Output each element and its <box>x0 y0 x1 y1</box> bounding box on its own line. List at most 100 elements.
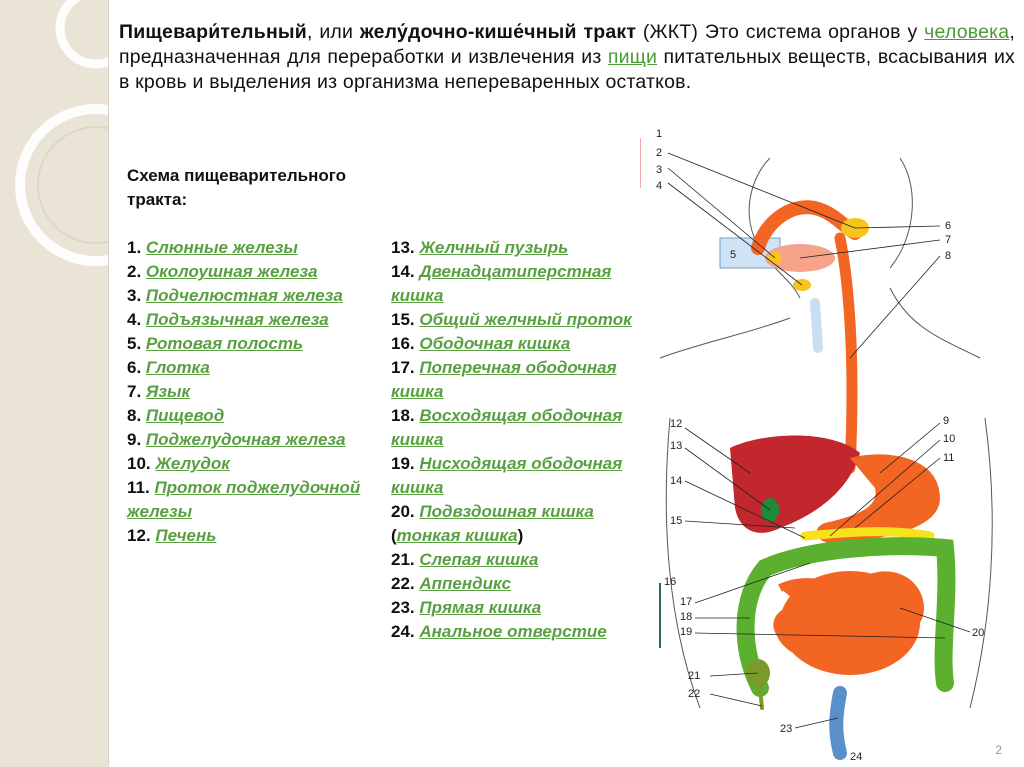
intro-text: , предназначенная для переработки и извл… <box>119 21 1015 68</box>
label-17: 17 <box>680 596 692 608</box>
label-11: 11 <box>943 452 954 464</box>
legend-item: 6. Глотка <box>127 356 377 380</box>
legend-item-link[interactable]: Ротовая полость <box>145 334 304 353</box>
legend-item-link[interactable]: Двенадцатиперстная кишка <box>391 262 612 305</box>
legend-item-number: 7. <box>127 382 142 401</box>
legend-item-link-extra[interactable]: тонкая кишка <box>396 526 518 545</box>
intro-paragraph: Пищевари́тельный, или желу́дочно-кише́чн… <box>119 20 1015 95</box>
legend-item-link[interactable]: Общий желчный проток <box>419 310 632 329</box>
legend-item-number: 10. <box>127 454 151 473</box>
pancreas <box>800 527 935 541</box>
legend-item: 17. Поперечная ободочная кишка <box>391 356 653 404</box>
legend-item-link[interactable]: Глотка <box>145 358 210 377</box>
legend-item: 11. Проток поджелудочной железы <box>127 476 377 524</box>
label-13: 13 <box>670 440 682 452</box>
legend-item-number: 4. <box>127 310 142 329</box>
label-18: 18 <box>680 611 692 623</box>
legend-item: 23. Прямая кишка <box>391 596 653 620</box>
decorative-rings-icon <box>15 0 108 266</box>
legend-item-link[interactable]: Анальное отверстие <box>419 622 607 641</box>
label-3: 3 <box>656 164 662 176</box>
label-12: 12 <box>670 418 682 430</box>
legend-item: 15. Общий желчный проток <box>391 308 653 332</box>
legend-item-link[interactable]: Язык <box>145 382 191 401</box>
intro-text: (ЖКТ) Это система органов у <box>636 21 925 43</box>
label-22: 22 <box>688 688 700 700</box>
page-number: 2 <box>995 743 1002 757</box>
legend-item-link[interactable]: Восходящая ободочная кишка <box>391 406 623 449</box>
divider <box>108 0 109 767</box>
legend-item: 3. Подчелюстная железа <box>127 284 377 308</box>
label-16: 16 <box>664 576 676 588</box>
legend-item-link[interactable]: Поперечная ободочная кишка <box>391 358 617 401</box>
legend-item-link[interactable]: Проток поджелудочной железы <box>127 478 361 521</box>
legend-item-link[interactable]: Слепая кишка <box>419 550 539 569</box>
intro-text: питательных веществ, всасывания их в кро… <box>119 46 1015 93</box>
legend-item-number: 24. <box>391 622 415 641</box>
scheme-heading: Схема пищеварительного тракта: <box>127 164 367 212</box>
legend-item-number: 11. <box>127 478 150 497</box>
diagram-labels: 1 2 3 4 5 6 7 8 9 10 11 12 13 14 15 16 1… <box>656 128 984 763</box>
label-8: 8 <box>945 250 951 262</box>
label-5: 5 <box>730 249 736 261</box>
legend-item: 21. Слепая кишка <box>391 548 653 572</box>
legend-item-link[interactable]: Желчный пузырь <box>419 238 569 257</box>
legend-item: 20. Подвздошная кишка (тонкая кишка) <box>391 500 653 548</box>
intro-text: , или <box>306 21 360 43</box>
legend-item-link[interactable]: Ободочная кишка <box>419 334 571 353</box>
legend-item: 16. Ободочная кишка <box>391 332 653 356</box>
legend-item: 24. Анальное отверстие <box>391 620 653 644</box>
legend-item: 7. Язык <box>127 380 377 404</box>
legend-item: 1. Слюнные железы <box>127 236 377 260</box>
legend-item-link[interactable]: Пищевод <box>145 406 225 425</box>
label-24: 24 <box>850 751 862 763</box>
label-9: 9 <box>943 415 949 427</box>
leader-lines <box>667 152 971 729</box>
legend-item-number: 21. <box>391 550 415 569</box>
link-food[interactable]: пищи <box>607 46 658 68</box>
legend-item-link[interactable]: Подвздошная кишка <box>419 502 594 521</box>
rectum <box>829 686 847 760</box>
decorative-sidebar <box>0 0 108 767</box>
legend-item-link[interactable]: Нисходящая ободочная кишка <box>391 454 623 497</box>
legend-item: 4. Подъязычная железа <box>127 308 377 332</box>
legend-item-link[interactable]: Слюнные железы <box>145 238 298 257</box>
legend-item: 18. Восходящая ободочная кишка <box>391 404 653 452</box>
scheme-title: Схема пищеварительного тракта: <box>127 166 347 209</box>
legend-item: 2. Околоушная железа <box>127 260 377 284</box>
legend-item-link[interactable]: Желудок <box>155 454 230 473</box>
legend-item-number: 2. <box>127 262 142 281</box>
legend-item: 9. Поджелудочная железа <box>127 428 377 452</box>
legend-item-number: 23. <box>391 598 415 617</box>
link-human[interactable]: человека <box>924 21 1010 43</box>
legend-item-number: 14. <box>391 262 415 281</box>
label-23: 23 <box>780 723 792 735</box>
legend-item-link[interactable]: Подъязычная железа <box>145 310 329 329</box>
legend-item: 8. Пищевод <box>127 404 377 428</box>
legend-item-number: 13. <box>391 238 415 257</box>
term-digestive: Пищевари́тельный <box>119 21 307 43</box>
label-10: 10 <box>943 433 955 445</box>
legend-item-link[interactable]: Подчелюстная железа <box>145 286 343 305</box>
legend-item: 10. Желудок <box>127 452 377 476</box>
label-7: 7 <box>945 234 951 246</box>
legend-item-link[interactable]: Печень <box>155 526 217 545</box>
legend-item-number: 19. <box>391 454 415 473</box>
legend-item: 22. Аппендикс <box>391 572 653 596</box>
legend-item-link[interactable]: Околоушная железа <box>145 262 318 281</box>
legend-item: 5. Ротовая полость <box>127 332 377 356</box>
legend-item: 14. Двенадцатиперстная кишка <box>391 260 653 308</box>
legend-item-number: 12. <box>127 526 151 545</box>
label-4: 4 <box>656 180 662 192</box>
esophagus <box>834 232 858 474</box>
legend-item-link[interactable]: Поджелудочная железа <box>145 430 346 449</box>
legend-paren: ) <box>517 526 524 545</box>
legend-item-link[interactable]: Аппендикс <box>419 574 512 593</box>
label-14: 14 <box>670 475 682 487</box>
legend-item-number: 8. <box>127 406 142 425</box>
legend-item-link[interactable]: Прямая кишка <box>419 598 542 617</box>
legend-item-number: 17. <box>391 358 415 377</box>
legend-item-number: 18. <box>391 406 415 425</box>
digestive-tract-diagram: 1 2 3 4 5 6 7 8 9 10 11 12 13 14 15 16 1… <box>640 128 993 763</box>
